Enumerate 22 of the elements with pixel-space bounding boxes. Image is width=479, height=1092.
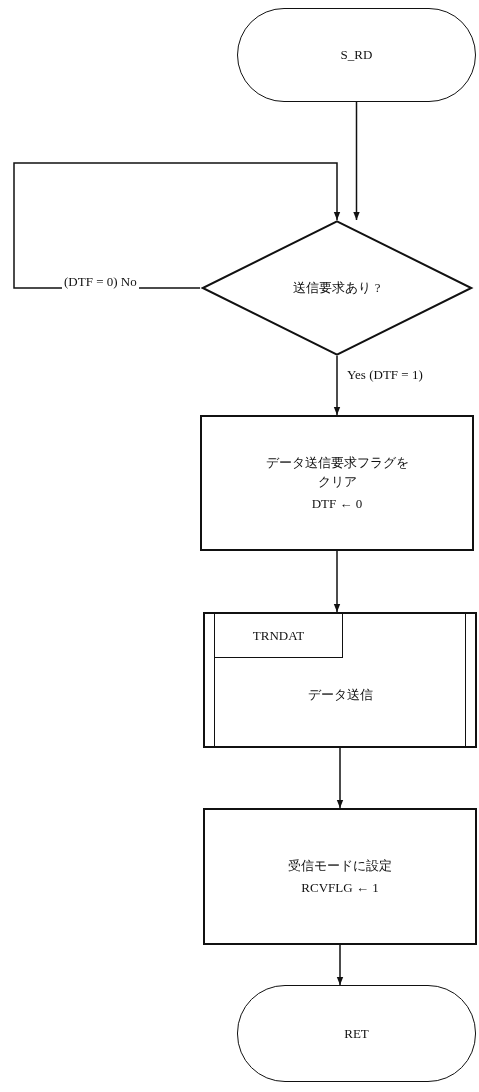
edge-label: Yes (DTF = 1) [345,367,425,383]
process-text: 受信モードに設定 [288,857,392,875]
assignment-text: RCVFLG ← 1 [301,878,379,897]
decision-text: 送信要求あり ? [293,279,381,298]
arrow [13,162,341,289]
terminal-text: S_RD [340,46,373,65]
arrow [333,550,341,613]
assignment-text: DTF ← 0 [311,494,363,513]
process-text: データ送信 [307,686,373,705]
arrow [353,101,360,221]
process-box [203,808,477,945]
arrow [333,355,341,416]
decision-diamond [200,220,474,356]
arrow [336,747,344,809]
subroutine-name: TRNDAT [215,614,343,658]
subroutine-box [203,612,477,748]
terminal-text: RET [344,1024,369,1043]
edge-label: (DTF = 0) No [62,274,139,290]
arrow [336,944,344,986]
terminal-shape [237,985,476,1082]
process-text: データ送信要求フラグをクリア [264,453,410,492]
process-box [200,415,474,551]
